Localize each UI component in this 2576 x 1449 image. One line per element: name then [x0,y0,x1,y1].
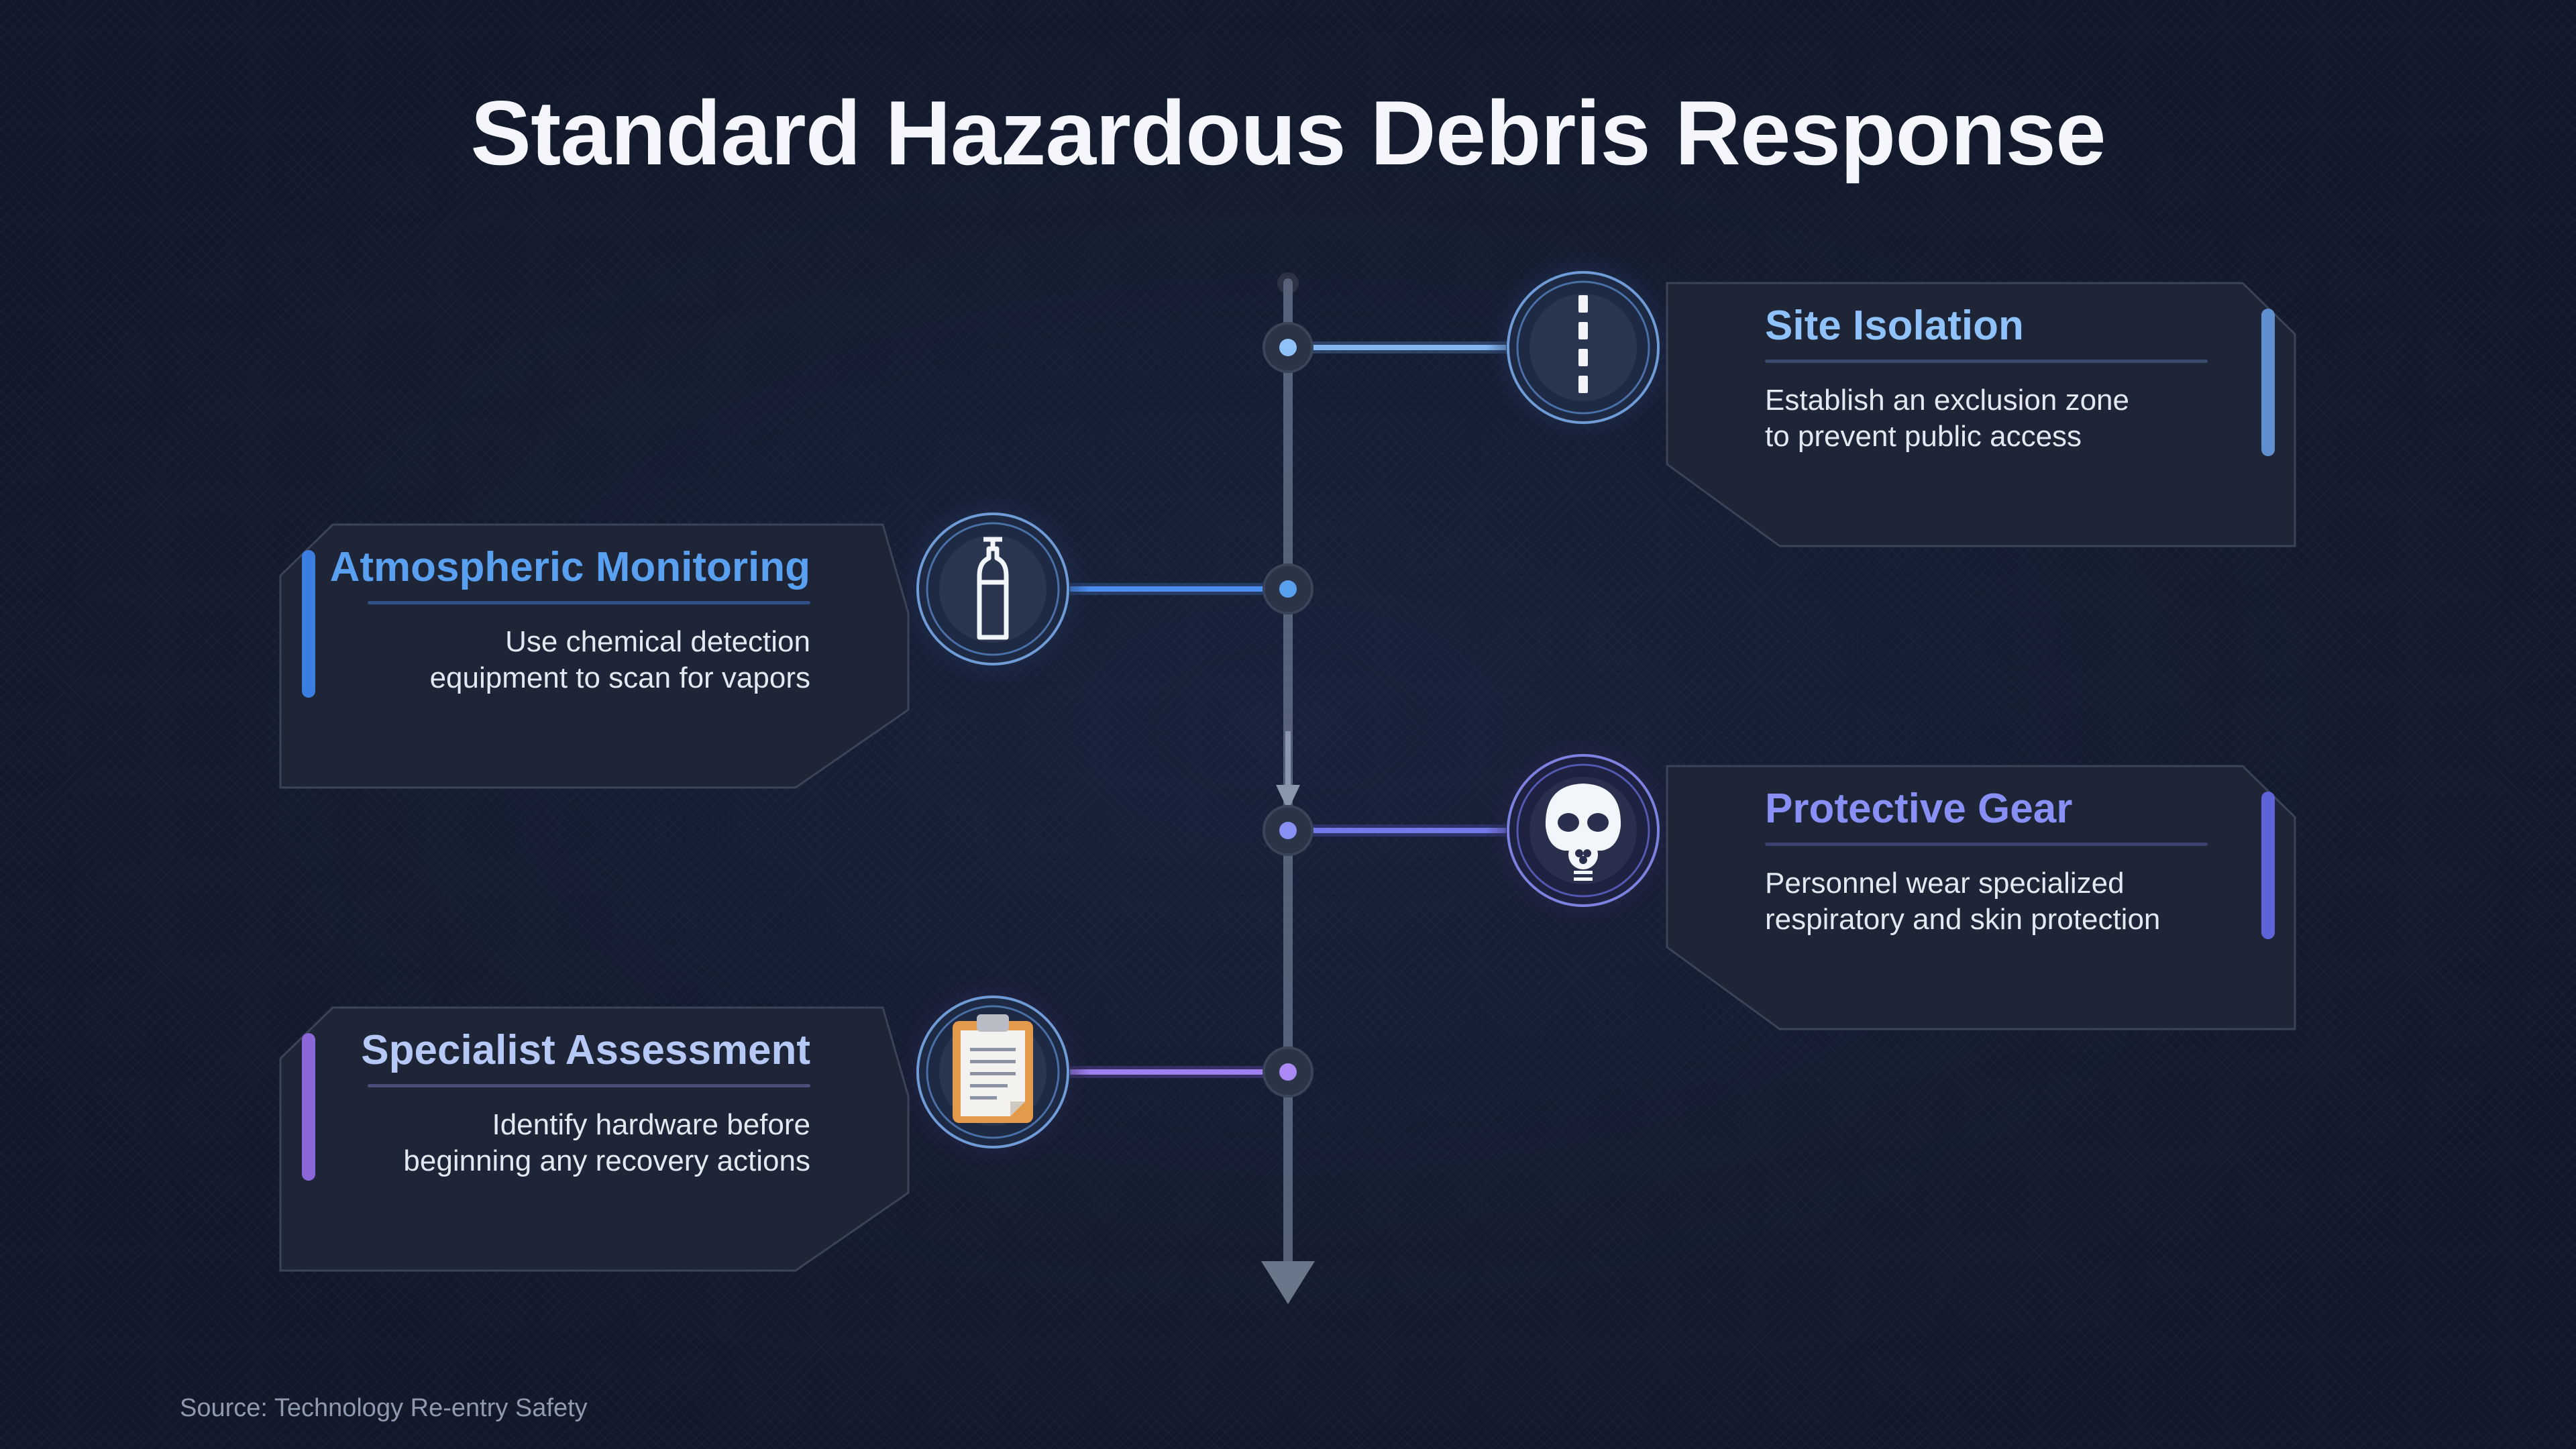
description-line: Establish an exclusion zone [1765,384,2129,417]
title-underline [1765,843,2208,846]
accent-bar [2261,309,2275,456]
step-description: Identify hardware before beginning any r… [394,1107,810,1179]
gas-mask-icon [1545,784,1621,881]
badge-atmospheric-monitoring [896,492,1090,686]
step-title: Site Isolation [1765,303,2024,349]
description-line: Use chemical detection [505,625,810,658]
badge-site-isolation [1486,250,1680,445]
timeline-spine [1261,272,1315,1304]
badge-specialist-assessment [896,975,1090,1169]
description-line: beginning any recovery actions [403,1144,810,1177]
step-description: Personnel wear specialized respiratory a… [1765,865,2181,938]
description-line: Identify hardware before [492,1108,810,1141]
connector-atmospheric-monitoring [1070,564,1313,614]
road-icon [1578,295,1588,393]
connector-site-isolation [1263,322,1512,373]
step-description: Use chemical detection equipment to scan… [394,624,810,696]
title-underline [368,1084,810,1087]
step-card-site-isolation: Site Isolation Establish an exclusion zo… [1666,282,2296,547]
description-line: to prevent public access [1765,420,2082,453]
spine-end-arrow-icon [1261,1261,1315,1304]
step-card-atmospheric-monitoring: Atmospheric Monitoring Use chemical dete… [279,523,910,789]
step-title: Atmospheric Monitoring [329,544,810,590]
gas-cylinder-icon [977,537,1009,640]
step-title: Specialist Assessment [361,1027,810,1073]
title-underline [1765,360,2208,363]
clipboard-icon [953,1014,1033,1123]
badge-protective-gear [1486,733,1680,928]
description-line: equipment to scan for vapors [429,661,810,694]
step-description: Establish an exclusion zone to prevent p… [1765,382,2181,455]
accent-bar [2261,792,2275,939]
accent-bar [302,1033,315,1181]
connector-specialist-assessment [1070,1046,1313,1097]
connector-protective-gear [1263,805,1506,856]
step-card-specialist-assessment: Specialist Assessment Identify hardware … [279,1006,910,1272]
accent-bar [302,550,315,698]
mid-arrow-icon [1276,785,1300,810]
step-title: Protective Gear [1765,786,2073,832]
title-underline [368,601,810,604]
page-title: Standard Hazardous Debris Response [470,82,2106,184]
description-line: respiratory and skin protection [1765,903,2161,936]
source-note: Source: Technology Re-entry Safety [180,1394,588,1422]
step-card-protective-gear: Protective Gear Personnel wear specializ… [1666,765,2296,1030]
description-line: Personnel wear specialized [1765,867,2125,900]
